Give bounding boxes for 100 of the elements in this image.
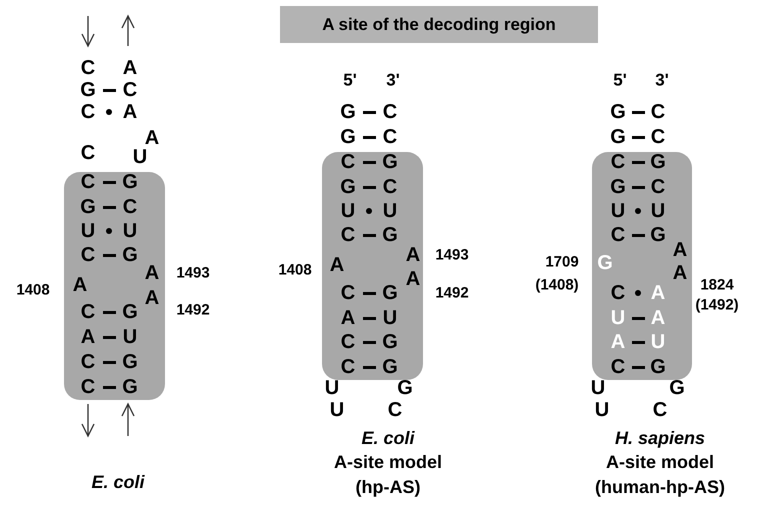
nucleotide-letter: C <box>382 127 398 147</box>
nucleotide-letter: C <box>388 400 402 420</box>
nucleotide-letter: G <box>610 127 626 147</box>
nucleotide-letter: U <box>382 308 398 328</box>
nucleotide-letter: C <box>122 80 138 100</box>
nucleotide-letter: C <box>340 283 356 303</box>
nucleotide-letter: U <box>610 308 626 328</box>
nucleotide-letter: U <box>132 147 148 167</box>
nucleotide-letter: G <box>80 80 96 100</box>
nucleotide-letter: U <box>330 400 344 420</box>
nucleotide-letter: U <box>122 221 138 241</box>
nucleotide-letter: A <box>340 308 356 328</box>
nucleotide-letter: G <box>650 225 666 245</box>
nucleotide-letter: C <box>610 152 626 172</box>
nucleotide-letter: A <box>144 128 160 148</box>
position-number: 1824 <box>700 278 734 292</box>
nucleotide-letter: A <box>72 275 88 295</box>
nucleotide-letter: C <box>610 225 626 245</box>
shaded-region <box>322 152 423 380</box>
nucleotide-letter: A <box>672 240 688 260</box>
position-number: 1493 <box>176 266 210 280</box>
nucleotide-letter: G <box>610 177 626 197</box>
nucleotide-letter: C <box>80 58 96 78</box>
nucleotide-letter: U <box>122 327 138 347</box>
nucleotide-letter: C <box>80 352 96 372</box>
nucleotide-letter: A <box>144 288 160 308</box>
strand-end-label: 5' <box>613 72 627 88</box>
nucleotide-letter: G <box>122 302 138 322</box>
shaded-region <box>592 152 692 380</box>
nucleotide-letter: G <box>397 378 413 398</box>
nucleotide-letter: U <box>340 201 356 221</box>
nucleotide-letter: C <box>340 152 356 172</box>
position-number: 1408 <box>278 262 312 278</box>
nucleotide-letter: G <box>650 152 666 172</box>
title-banner: A site of the decoding region <box>280 6 598 43</box>
nucleotide-letter: U <box>382 201 398 221</box>
species-caption: E. coli <box>92 473 144 491</box>
nucleotide-letter: A <box>80 327 96 347</box>
nucleotide-letter: U <box>650 201 666 221</box>
species-caption: E. coli <box>362 429 414 447</box>
position-number: 1493 <box>435 248 469 262</box>
nucleotide-letter: G <box>382 283 398 303</box>
nucleotide-letter: G <box>340 177 356 197</box>
model-caption: (human-hp-AS) <box>595 478 725 496</box>
shaded-region <box>64 172 165 400</box>
strand-end-label: 3' <box>386 72 400 88</box>
nucleotide-letter: G <box>340 102 356 122</box>
nucleotide-letter: G <box>80 197 96 217</box>
nucleotide-letter: C <box>340 225 356 245</box>
nucleotide-letter: C <box>80 143 96 163</box>
nucleotide-letter: G <box>382 225 398 245</box>
nucleotide-letter: C <box>382 177 398 197</box>
strand-end-label: 3' <box>655 72 669 88</box>
nucleotide-letter: G <box>122 172 138 192</box>
nucleotide-letter: A <box>122 58 138 78</box>
nucleotide-letter: G <box>669 378 685 398</box>
nucleotide-letter: U <box>610 201 626 221</box>
nucleotide-letter: C <box>610 357 626 377</box>
position-number: (1408) <box>535 278 579 292</box>
nucleotide-letter: A <box>144 263 160 283</box>
nucleotide-letter: G <box>122 352 138 372</box>
nucleotide-letter: A <box>122 102 138 122</box>
nucleotide-letter: C <box>650 102 666 122</box>
nucleotide-letter: U <box>590 378 606 398</box>
nucleotide-letter: C <box>340 332 356 352</box>
nucleotide-letter: A <box>330 255 344 275</box>
nucleotide-letter: C <box>382 102 398 122</box>
nucleotide-letter: C <box>610 283 626 303</box>
species-caption: H. sapiens <box>614 429 706 447</box>
nucleotide-letter: C <box>122 197 138 217</box>
nucleotide-letter: C <box>80 245 96 265</box>
nucleotide-letter: U <box>650 332 666 352</box>
nucleotide-letter: G <box>340 127 356 147</box>
nucleotide-letter: G <box>597 253 613 273</box>
position-number: 1709 <box>545 254 579 270</box>
nucleotide-letter: A <box>406 245 420 265</box>
nucleotide-letter: C <box>650 127 666 147</box>
nucleotide-letter: G <box>650 357 666 377</box>
nucleotide-letter: G <box>122 377 138 397</box>
nucleotide-letter: U <box>594 400 610 420</box>
nucleotide-letter: A <box>610 332 626 352</box>
nucleotide-letter: G <box>122 245 138 265</box>
nucleotide-letter: C <box>80 172 96 192</box>
model-caption: A-site model <box>606 453 714 471</box>
nucleotide-letter: A <box>650 308 666 328</box>
nucleotide-letter: A <box>672 263 688 283</box>
strand-end-label: 5' <box>343 72 357 88</box>
position-number: 1492 <box>435 286 469 300</box>
position-number: 1492 <box>176 302 210 318</box>
nucleotide-letter: C <box>80 102 96 122</box>
position-number: 1408 <box>16 282 50 298</box>
nucleotide-letter: G <box>382 332 398 352</box>
nucleotide-letter: C <box>80 377 96 397</box>
nucleotide-letter: G <box>610 102 626 122</box>
nucleotide-letter: U <box>80 221 96 241</box>
nucleotide-letter: C <box>652 400 668 420</box>
nucleotide-letter: A <box>650 283 666 303</box>
nucleotide-letter: A <box>406 269 420 289</box>
model-caption: (hp-AS) <box>356 478 420 496</box>
model-caption: A-site model <box>334 453 442 471</box>
